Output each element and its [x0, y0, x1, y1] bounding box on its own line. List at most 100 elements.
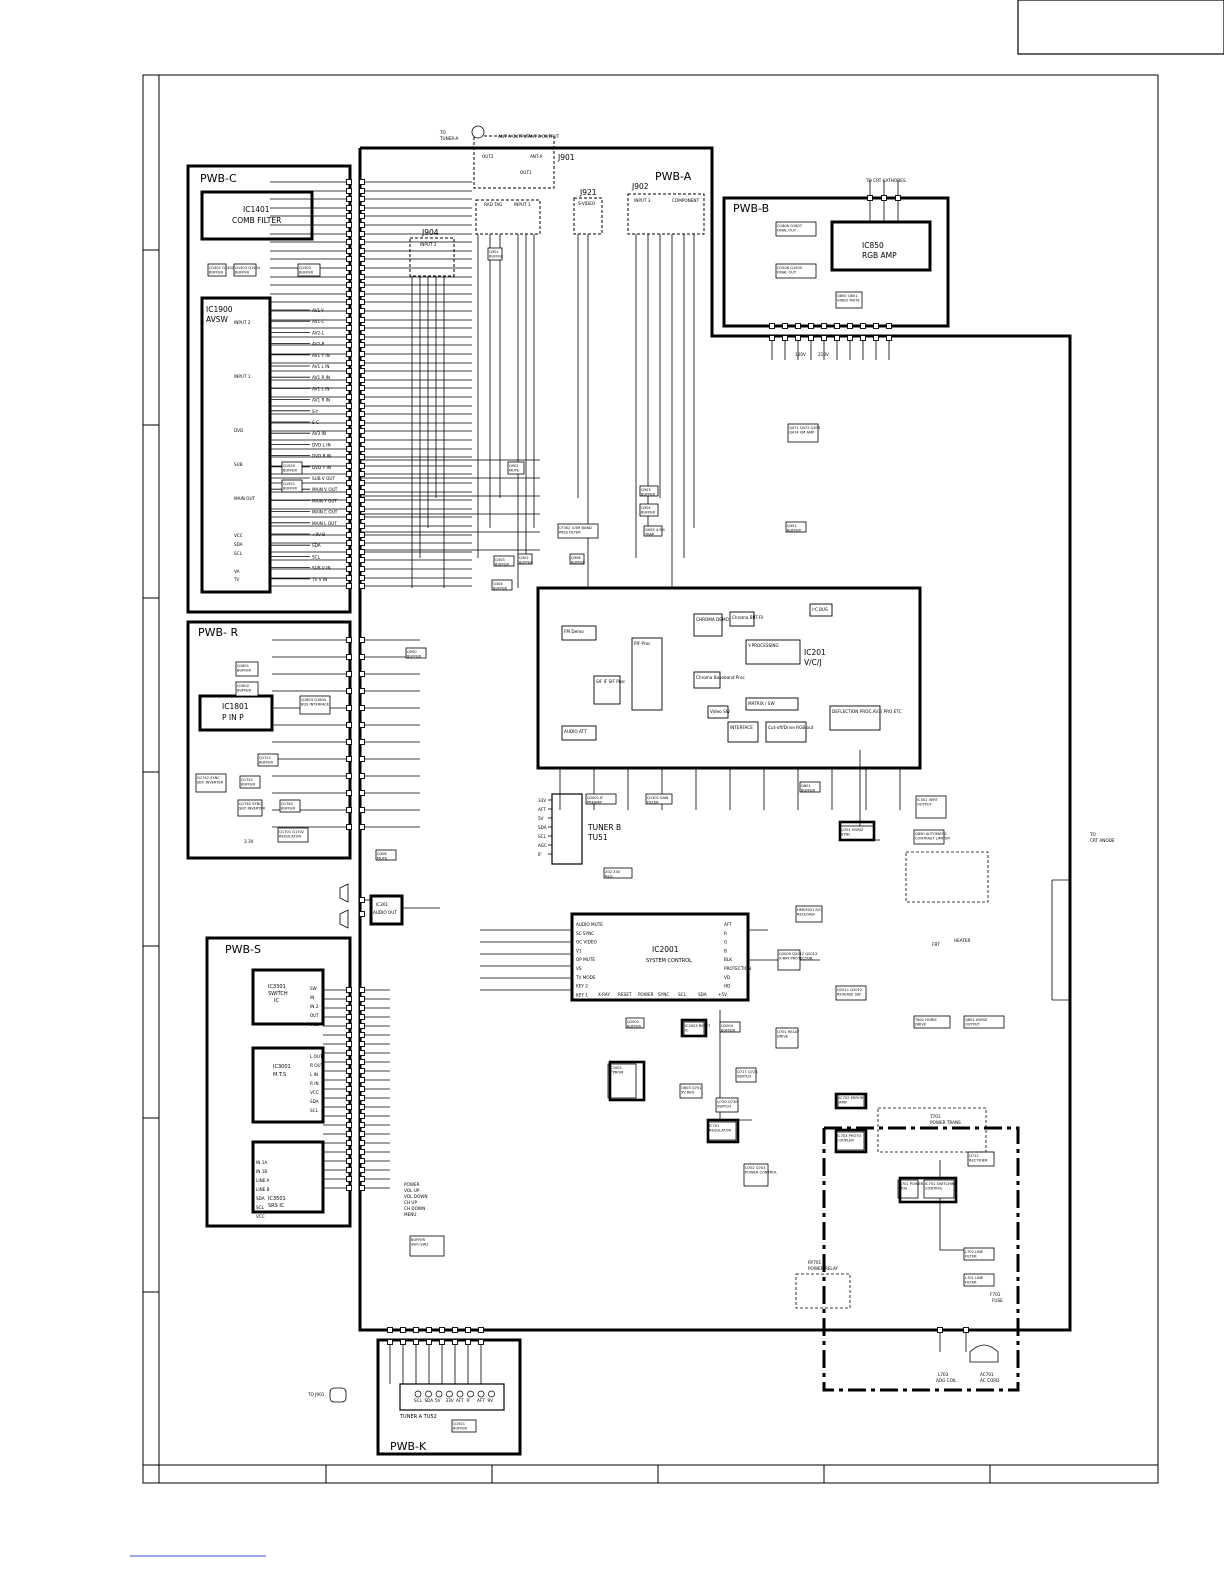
connector-pin	[808, 323, 814, 329]
tuner-a-pin-label: AFT	[456, 1398, 464, 1403]
ic3501-pin-label: LINE A	[256, 1178, 270, 1183]
ic201-subblock-label: INTERFACE	[730, 725, 753, 730]
power-wire	[939, 1160, 980, 1251]
ic201-subblock-label: Y-PROCESSING	[747, 643, 779, 648]
to-crt-cathodes: TO CRT CATHODES	[865, 178, 906, 183]
connector-pin	[359, 265, 365, 271]
small-block-frame	[915, 795, 947, 819]
small-block-label: Q302	[519, 556, 529, 560]
ic3301-name: IC3301	[268, 984, 286, 990]
small-block-label: Q1806 Q1807	[777, 224, 802, 228]
connector-pin	[452, 1327, 458, 1333]
connector-pin	[346, 394, 352, 400]
small-block-label: L701 LINE	[965, 1276, 984, 1280]
pwb-s-outline	[205, 936, 352, 1228]
small-block-label: Q1741	[241, 778, 253, 782]
small-block-label: Q2002	[627, 1020, 639, 1024]
connector-pin	[346, 480, 352, 486]
tuner-a-pin-label: SCL	[414, 1398, 423, 1403]
connector-pin	[359, 299, 365, 305]
remote-key-label: MENU	[404, 1212, 416, 1217]
small-block-label: BUFFER	[641, 511, 656, 515]
page-frame	[142, 0, 1224, 1484]
small-block-label: Q850 Q851	[837, 294, 858, 298]
ic850-name: IC850	[862, 241, 884, 250]
ic2001-pin-label: AUDIO MUTE	[576, 922, 603, 927]
small-block-label: Q603 Q701	[681, 1086, 702, 1090]
connector-pin	[478, 1327, 484, 1333]
connector-pin	[346, 1185, 352, 1191]
tuner-a-pin-label: IF	[467, 1398, 471, 1403]
connector-pin	[359, 342, 365, 348]
small-block-frame	[625, 1017, 645, 1029]
small-block-frame	[639, 485, 659, 497]
ic201-subblock	[693, 671, 721, 689]
connector-pin	[359, 480, 365, 486]
connector-pin	[346, 790, 352, 796]
small-block-label: Q720 Q730	[717, 1100, 738, 1104]
small-block-label: AMP	[839, 1101, 848, 1105]
tuner-b-pin-label: SDA	[538, 825, 547, 830]
connector-pin	[346, 299, 352, 305]
connector-pin	[346, 1176, 352, 1182]
small-block-frame	[913, 829, 945, 845]
j901-tag: RAD TAG	[484, 202, 502, 207]
small-block-frame	[607, 1063, 637, 1099]
small-block-frame	[207, 263, 227, 277]
avsw-group-label: INPUT 2	[234, 320, 251, 325]
avsw-signal-label: AV3 IN	[312, 431, 326, 436]
small-block-label: BUFFER	[235, 271, 250, 275]
connector-pin	[359, 377, 365, 383]
connector-pin	[346, 1113, 352, 1119]
connector-pin	[359, 1086, 365, 1092]
small-block-frame	[897, 1179, 919, 1199]
pwb-a-outline	[358, 146, 1072, 1332]
fbt-outline	[905, 851, 989, 903]
tuner-a-pin	[446, 1390, 453, 1398]
connector-pin	[426, 1339, 432, 1345]
connector-pin	[359, 807, 365, 813]
connector-pin	[359, 317, 365, 323]
to-j901: TO J901	[307, 1392, 325, 1397]
small-block-label: SEP. INVERTER	[239, 807, 266, 811]
avsw-signal-label: AV1 Y IN	[312, 353, 330, 358]
small-block-frame	[913, 1015, 951, 1029]
avsw-signal-label: AV2-L	[312, 330, 325, 335]
connector-pin	[346, 540, 352, 546]
connector-pin	[346, 446, 352, 452]
connector-pin	[359, 1014, 365, 1020]
connector-pin	[346, 1167, 352, 1173]
pwb-c-label: PWB-C	[200, 172, 237, 185]
small-block-label: BUFFER	[209, 271, 224, 275]
ry701-desc: POWER RELAY	[808, 1266, 838, 1271]
small-block-frame	[233, 263, 257, 277]
connector-pin	[346, 1077, 352, 1083]
connector-pin	[821, 335, 827, 341]
ic2001-pin-label: SC SYNC	[576, 931, 594, 936]
small-block-label: L702 LINE	[965, 1250, 984, 1254]
tuner-a-pin	[435, 1390, 443, 1398]
avsw-group-label: VCC	[234, 533, 243, 538]
small-block-label: BUFFER	[493, 587, 508, 591]
ic201-subblock-label: SIF IF SIF Proc	[596, 679, 626, 684]
small-block-frame	[507, 461, 525, 475]
ic1900-name: IC1900	[206, 305, 233, 314]
connector-pin	[346, 1131, 352, 1137]
tuner-b-pin-label: IF	[538, 852, 542, 857]
avsw-signal-label: SUB V IN	[312, 566, 331, 571]
connector-pin	[346, 1104, 352, 1110]
connector-pin	[346, 987, 352, 993]
small-block-label: Q601 HORIZ	[965, 1018, 988, 1022]
avsw-signal-label: MAIN C OUT	[312, 510, 338, 515]
small-block-label: BUFFER	[641, 493, 656, 497]
connector-pin	[359, 454, 365, 460]
connector-pin	[346, 773, 352, 779]
connector-pin	[346, 325, 352, 331]
connector-pin	[834, 323, 840, 329]
small-block-label: MUTE	[377, 857, 388, 861]
